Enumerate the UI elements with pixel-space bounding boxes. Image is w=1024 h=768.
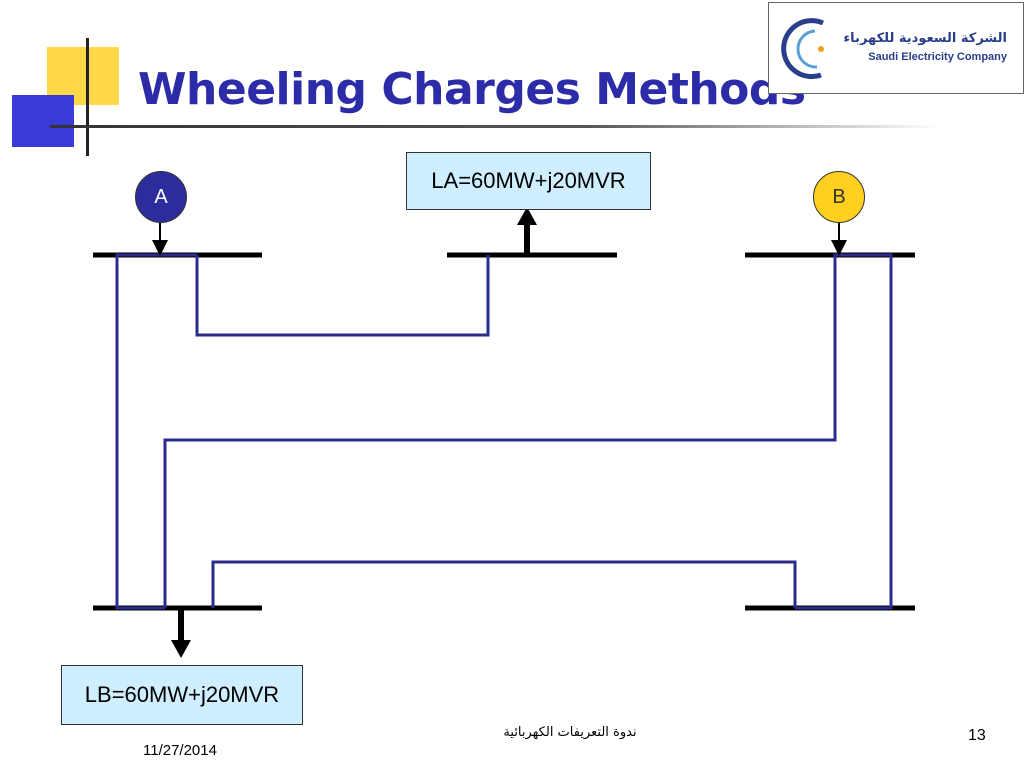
footer-date: 11/27/2014 bbox=[143, 742, 217, 759]
line-bus1-bus2 bbox=[195, 255, 490, 337]
title-underline bbox=[50, 125, 940, 128]
line-bus4-bus3 bbox=[163, 253, 893, 610]
load-la-box: LA=60MW+j20MVR bbox=[406, 152, 651, 210]
company-logo: الشركة السعودية للكهرباء Saudi Electrici… bbox=[768, 2, 1024, 94]
logo-emblem-icon bbox=[781, 18, 825, 80]
load-la-arrow bbox=[517, 207, 537, 253]
generator-b: B bbox=[813, 171, 865, 223]
slide-title: Wheeling Charges Methods bbox=[138, 64, 806, 115]
logo-english-text: Saudi Electricity Company bbox=[868, 51, 1007, 63]
line-bus4-bus5 bbox=[211, 560, 797, 608]
decorative-blue-square bbox=[12, 95, 74, 147]
footer-title: ندوة التعريفات الكهربائية bbox=[503, 725, 637, 740]
logo-arabic-text: الشركة السعودية للكهرباء bbox=[843, 31, 1007, 46]
load-lb-arrow bbox=[171, 610, 191, 658]
decorative-vertical-line bbox=[86, 38, 89, 156]
generator-a: A bbox=[135, 171, 187, 223]
page-number: 13 bbox=[968, 727, 986, 744]
line-bus1-bus4 bbox=[115, 253, 197, 610]
load-lb-box: LB=60MW+j20MVR bbox=[61, 665, 303, 725]
